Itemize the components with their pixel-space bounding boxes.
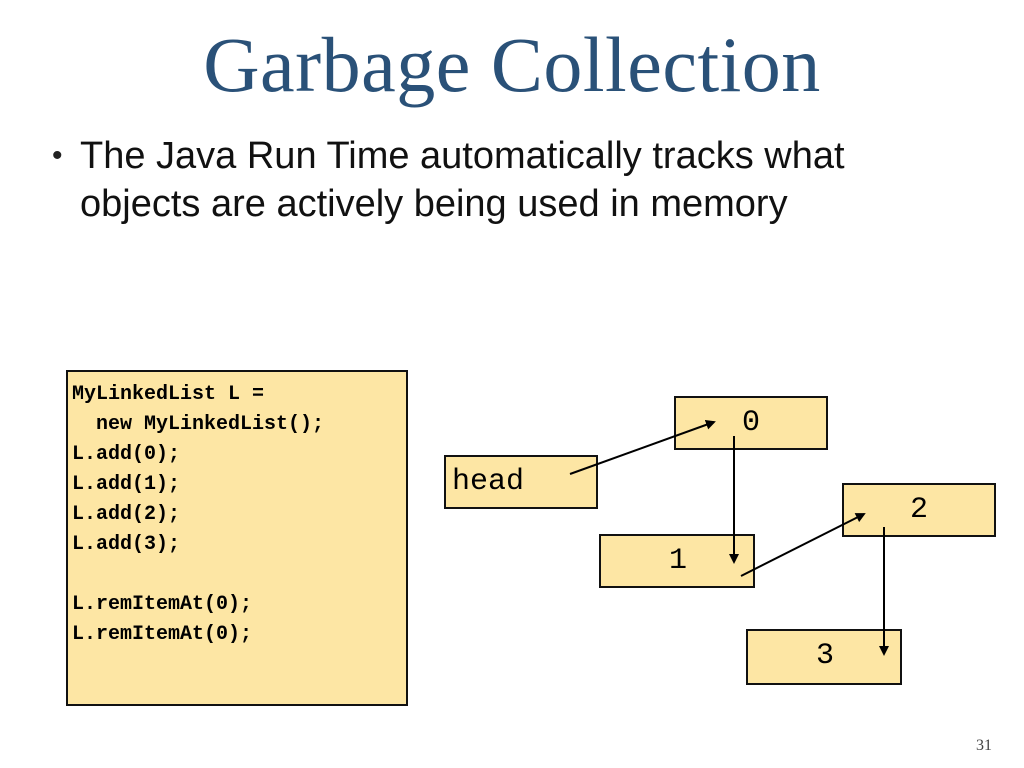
code-line: L.add(1); bbox=[72, 473, 181, 496]
code-line bbox=[72, 560, 402, 590]
bullet-point: • The Java Run Time automatically tracks… bbox=[52, 132, 952, 228]
code-line: new MyLinkedList(); bbox=[72, 413, 325, 436]
node-2-box: 2 bbox=[842, 483, 996, 537]
code-line: L.remItemAt(0); bbox=[72, 623, 253, 646]
code-box: MyLinkedList L = new MyLinkedList(); L.a… bbox=[66, 370, 408, 706]
head-box: head bbox=[444, 455, 598, 509]
bullet-text: The Java Run Time automatically tracks w… bbox=[80, 135, 845, 225]
page-number: 31 bbox=[976, 737, 992, 754]
code-line: L.add(3); bbox=[72, 533, 181, 556]
slide-title: Garbage Collection bbox=[203, 21, 821, 108]
node-1-box: 1 bbox=[599, 534, 755, 588]
code-line: L.add(2); bbox=[72, 503, 181, 526]
node-0-box: 0 bbox=[674, 396, 828, 450]
node-3-box: 3 bbox=[746, 629, 902, 685]
code-line: L.add(0); bbox=[72, 443, 181, 466]
code-line: L.remItemAt(0); bbox=[72, 593, 253, 616]
code-line: MyLinkedList L = bbox=[72, 383, 265, 406]
bullet-symbol: • bbox=[52, 139, 63, 172]
